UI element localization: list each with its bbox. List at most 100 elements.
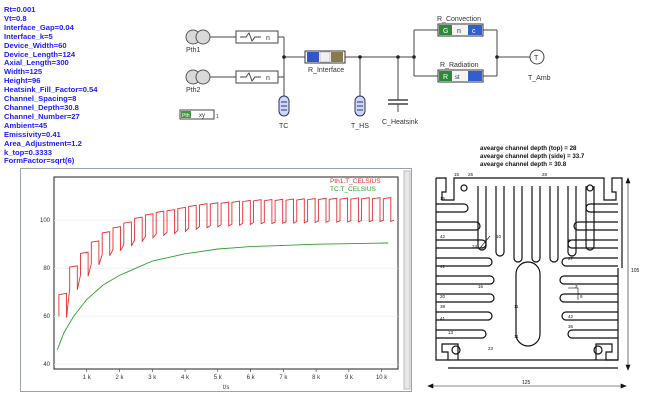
dimension-label: 24 — [472, 244, 478, 249]
ths-thermometer-icon[interactable] — [354, 95, 366, 117]
tc-thermometer-icon[interactable] — [278, 95, 290, 117]
parameter-item: Emissivity=0.41 — [4, 129, 61, 139]
series-line-0 — [58, 196, 395, 318]
dimension-label: 13 — [448, 330, 454, 335]
conductor-1-label: n — [266, 35, 270, 42]
conductor-2-label: n — [266, 75, 270, 82]
parameter-item: Axial_Length=300 — [4, 58, 69, 68]
plot-frame — [53, 170, 411, 390]
x-tick-label: 4 k — [181, 375, 190, 381]
series-line-1 — [56, 242, 389, 350]
parameter-item: FormFactor=sqrt(6) — [4, 156, 75, 166]
dimension-label: 11 — [514, 334, 519, 339]
annotation-top-depth: avearge channel depth (top) = 28 — [480, 145, 577, 152]
convection-box-n: n — [457, 28, 461, 35]
x-tick-label: 5 k — [214, 375, 223, 381]
height-dimension: 105 — [631, 268, 640, 274]
parameter-item: Channel_Depth=30.8 — [4, 102, 79, 112]
x-tick-label: 2 k — [116, 375, 125, 381]
heat-source-1-icon[interactable] — [185, 29, 211, 45]
source-1-label: Pth1 — [186, 47, 201, 54]
parameter-item: Channel_Number=27 — [4, 111, 80, 121]
parameter-item: Rt=0.001 — [4, 5, 36, 14]
parameter-item: Device_Length=124 — [4, 49, 76, 59]
legend-tc: TC.T_CELSIUS — [330, 186, 377, 193]
thermal-schematic: Pth1 Pth2 n n R_Interface R_Convection G… — [179, 16, 551, 130]
parameter-item: Heatsink_Fill_Factor=0.54 — [4, 85, 98, 95]
convection-label: R_Convection — [437, 16, 481, 23]
dimension-label: 41 — [440, 264, 446, 269]
heatsink-drawing: avearge channel depth (top) = 28 avearge… — [427, 145, 640, 389]
scrollbar[interactable] — [403, 170, 411, 390]
parameter-item: Device_Width=60 — [4, 40, 67, 50]
conductor-1-icon[interactable]: n — [235, 30, 279, 44]
dimension-label: 20 — [440, 294, 446, 299]
convection-resistor-icon[interactable]: G n c — [437, 23, 484, 37]
convection-box-g: G — [443, 28, 448, 35]
dimension-label: 36 — [568, 324, 574, 329]
interface-label: R_Interface — [308, 67, 344, 74]
x-tick-label: 1 k — [83, 375, 92, 381]
x-tick-label: 9 k — [345, 375, 354, 381]
dimension-label: 11 — [514, 304, 519, 309]
dimension-label: 15 — [454, 172, 460, 177]
parameter-item: Width=125 — [4, 67, 43, 77]
y-tick-label: 80 — [43, 266, 50, 272]
dimension-label: 10 — [496, 234, 502, 239]
dimension-label: 23 — [488, 346, 494, 351]
dimension-label: 38 — [440, 304, 446, 309]
width-dimension: 125 — [522, 380, 531, 386]
parameter-item: Vt=0.8 — [4, 13, 27, 23]
ambient-symbol: T — [534, 55, 539, 62]
x-tick-label: 8 k — [312, 375, 321, 381]
temperature-chart: 40 60 80 100 1 k 2 k 3 k 4 k 5 k 6 k 7 k 8 k 9 k 10 k… — [40, 170, 411, 391]
x-tick-label: 6 k — [247, 375, 256, 381]
radiation-label: R_Radiation — [440, 62, 479, 69]
ambient-label: T_Amb — [528, 75, 551, 82]
parameter-item: Channel_Spacing=8 — [4, 94, 77, 104]
x-axis-label: t/s — [223, 385, 229, 391]
heat-source-2-icon[interactable] — [185, 69, 211, 85]
parameter-item: Interface_Gap=0.04 — [4, 22, 74, 32]
parameter-item: Ambient=45 — [4, 120, 48, 130]
dimension-label: 42 — [568, 314, 574, 319]
annotation-side-depth: avearge channel depth (side) = 33.7 — [480, 153, 585, 160]
dimension-label: 15 — [440, 196, 446, 201]
x-tick-label: 10 k — [376, 375, 388, 381]
dimension-label: 16 — [478, 284, 484, 289]
dimension-label: 42 — [440, 234, 446, 239]
xy-probe-prefix: Pth — [182, 113, 190, 119]
interface-resistor-icon[interactable] — [304, 50, 346, 64]
y-tick-label: 60 — [43, 314, 50, 320]
parameter-item: Height=96 — [4, 76, 41, 86]
dimension-label: 25 — [468, 172, 474, 177]
y-tick-label: 40 — [43, 362, 50, 368]
heatsink-cap-label: C_Heatsink — [382, 119, 419, 126]
dimension-label: 8 — [568, 238, 571, 243]
source-2-label: Pth2 — [186, 87, 201, 94]
simulation-plot-window[interactable]: 40 60 80 100 1 k 2 k 3 k 4 k 5 k 6 k 7 k 8 k 9 k 10 k… — [20, 168, 412, 392]
y-tick-label: 100 — [40, 218, 51, 224]
parameter-item: Area_Adjustment=1.2 — [4, 138, 82, 148]
xy-probe-side: 1 — [216, 114, 219, 120]
parameter-item: k_top=0.3333 — [4, 147, 52, 157]
conductor-2-icon[interactable]: n — [235, 70, 279, 84]
ambient-temperature-icon[interactable]: T — [529, 49, 545, 65]
xy-probe-text: xy — [199, 113, 205, 119]
legend-pth1: Pth1.T_CELSIUS — [330, 178, 381, 185]
x-tick-label: 7 k — [279, 375, 288, 381]
tc-label: TC — [279, 123, 288, 130]
dimension-label: 27 — [568, 256, 574, 261]
dimension-label: 9 — [580, 294, 583, 299]
radiation-resistor-icon[interactable]: R st — [437, 69, 484, 83]
parameter-item: Interface_k=5 — [4, 31, 53, 41]
dimension-label: 28 — [542, 172, 548, 177]
annotation-avg-depth: avearge channel depth = 30.8 — [480, 161, 567, 168]
x-tick-label: 3 k — [148, 375, 157, 381]
xy-probe-icon[interactable]: Pth xy — [179, 109, 215, 120]
dimension-label: 3 — [575, 284, 578, 289]
convection-box-c: c — [472, 28, 476, 35]
ths-label: T_HS — [351, 123, 369, 130]
